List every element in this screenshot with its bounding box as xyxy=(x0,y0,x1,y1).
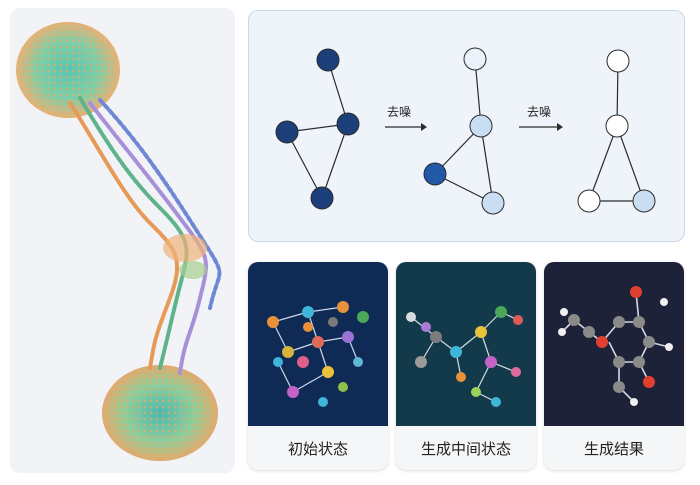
graph1-node xyxy=(316,48,340,72)
molecule-initial-image xyxy=(248,262,388,426)
helix-strands xyxy=(68,96,222,375)
middle-cluster xyxy=(163,234,207,262)
graph-denoising-panel: 去噪 去噪 xyxy=(248,10,685,242)
card-initial-state: 初始状态 xyxy=(248,262,388,470)
graph2-node xyxy=(463,47,487,71)
graph2-node xyxy=(469,114,493,138)
card-label: 生成中间状态 xyxy=(396,426,536,470)
graph1-node xyxy=(310,186,334,210)
graph2-node xyxy=(423,162,447,186)
molecule-result-image xyxy=(544,262,684,426)
protein-structure-illustration xyxy=(10,8,235,473)
denoise-label-2: 去噪 xyxy=(527,105,551,119)
graph3-node xyxy=(632,189,656,213)
protein-ribbon-image xyxy=(16,22,222,461)
card-result: 生成结果 xyxy=(544,262,684,470)
graph3-node xyxy=(606,49,630,73)
graph1-node xyxy=(275,120,299,144)
denoise-label-1: 去噪 xyxy=(387,105,411,119)
molecule-intermediate-image xyxy=(396,262,536,426)
graph1-node xyxy=(336,112,360,136)
card-label: 初始状态 xyxy=(248,426,388,470)
graph-denoising-diagram: 去噪 去噪 xyxy=(275,47,656,215)
graph3-node xyxy=(577,189,601,213)
graph2-node xyxy=(481,191,505,215)
card-label: 生成结果 xyxy=(544,426,684,470)
card-intermediate-state: 生成中间状态 xyxy=(396,262,536,470)
graph3-node xyxy=(605,114,629,138)
